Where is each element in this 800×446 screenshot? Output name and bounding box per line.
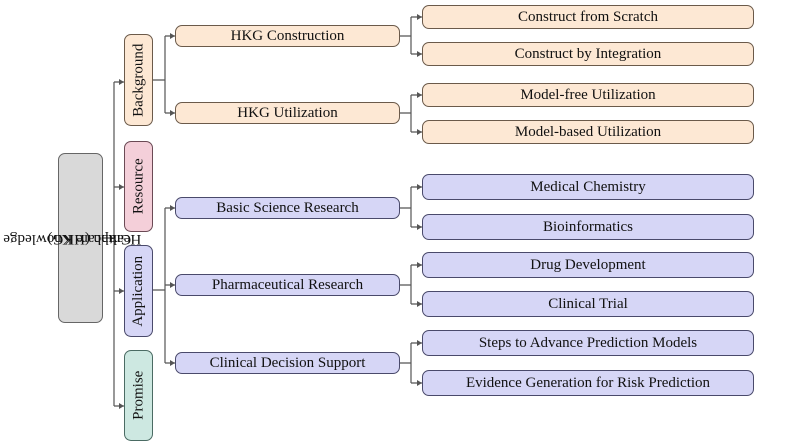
leaf-model-free-label: Model-free Utilization bbox=[520, 86, 656, 103]
leaf-steps-prediction-label: Steps to Advance Prediction Models bbox=[478, 334, 698, 351]
leaf-steps-to-advance-prediction-models: Steps to Advance Prediction Models bbox=[422, 330, 754, 356]
leaf-model-based-label: Model-based Utilization bbox=[514, 123, 662, 140]
category-promise-label: Promise bbox=[130, 370, 147, 421]
category-resource: Resource bbox=[124, 141, 153, 232]
subtopic-hkg-utilization-label: HKG Utilization bbox=[237, 104, 338, 121]
leaf-evidence-generation-for-risk-prediction: Evidence Generation for Risk Prediction bbox=[422, 370, 754, 396]
category-application: Application bbox=[124, 245, 153, 337]
subtopic-basic-science-label: Basic Science Research bbox=[216, 199, 359, 216]
subtopic-clinical-decision-support: Clinical Decision Support bbox=[175, 352, 400, 374]
leaf-medical-chemistry-label: Medical Chemistry bbox=[530, 178, 646, 195]
leaf-medical-chemistry: Medical Chemistry bbox=[422, 174, 754, 200]
leaf-model-free-utilization: Model-free Utilization bbox=[422, 83, 754, 107]
leaf-clinical-trial: Clinical Trial bbox=[422, 291, 754, 317]
subtopic-pharmaceutical-label: Pharmaceutical Research bbox=[211, 276, 364, 293]
leaf-evidence-generation-label: Evidence Generation for Risk Prediction bbox=[465, 374, 711, 391]
leaf-clinical-trial-label: Clinical Trial bbox=[548, 295, 628, 312]
category-application-label: Application bbox=[130, 255, 147, 327]
subtopic-hkg-construction: HKG Construction bbox=[175, 25, 400, 47]
category-background-label: Background bbox=[130, 43, 147, 117]
subtopic-basic-science-research: Basic Science Research bbox=[175, 197, 400, 219]
leaf-construct-integration-label: Construct by Integration bbox=[514, 45, 662, 62]
leaf-drug-development: Drug Development bbox=[422, 252, 754, 278]
leaf-construct-scratch-label: Construct from Scratch bbox=[518, 8, 658, 25]
category-background: Background bbox=[124, 34, 153, 126]
subtopic-clinical-decision-label: Clinical Decision Support bbox=[209, 354, 366, 371]
root-node-healthcare-knowledge-graph: Healthcare Knowledge Graph (HKG) bbox=[3, 153, 141, 323]
category-resource-label: Resource bbox=[130, 158, 147, 215]
leaf-construct-from-scratch: Construct from Scratch bbox=[422, 5, 754, 29]
subtopic-pharmaceutical-research: Pharmaceutical Research bbox=[175, 274, 400, 296]
category-promise: Promise bbox=[124, 350, 153, 441]
leaf-bioinformatics: Bioinformatics bbox=[422, 214, 754, 240]
leaf-drug-development-label: Drug Development bbox=[530, 256, 646, 273]
leaf-model-based-utilization: Model-based Utilization bbox=[422, 120, 754, 144]
subtopic-hkg-utilization: HKG Utilization bbox=[175, 102, 400, 124]
subtopic-hkg-construction-label: HKG Construction bbox=[230, 27, 345, 44]
leaf-construct-by-integration: Construct by Integration bbox=[422, 42, 754, 66]
leaf-bioinformatics-label: Bioinformatics bbox=[543, 218, 633, 235]
